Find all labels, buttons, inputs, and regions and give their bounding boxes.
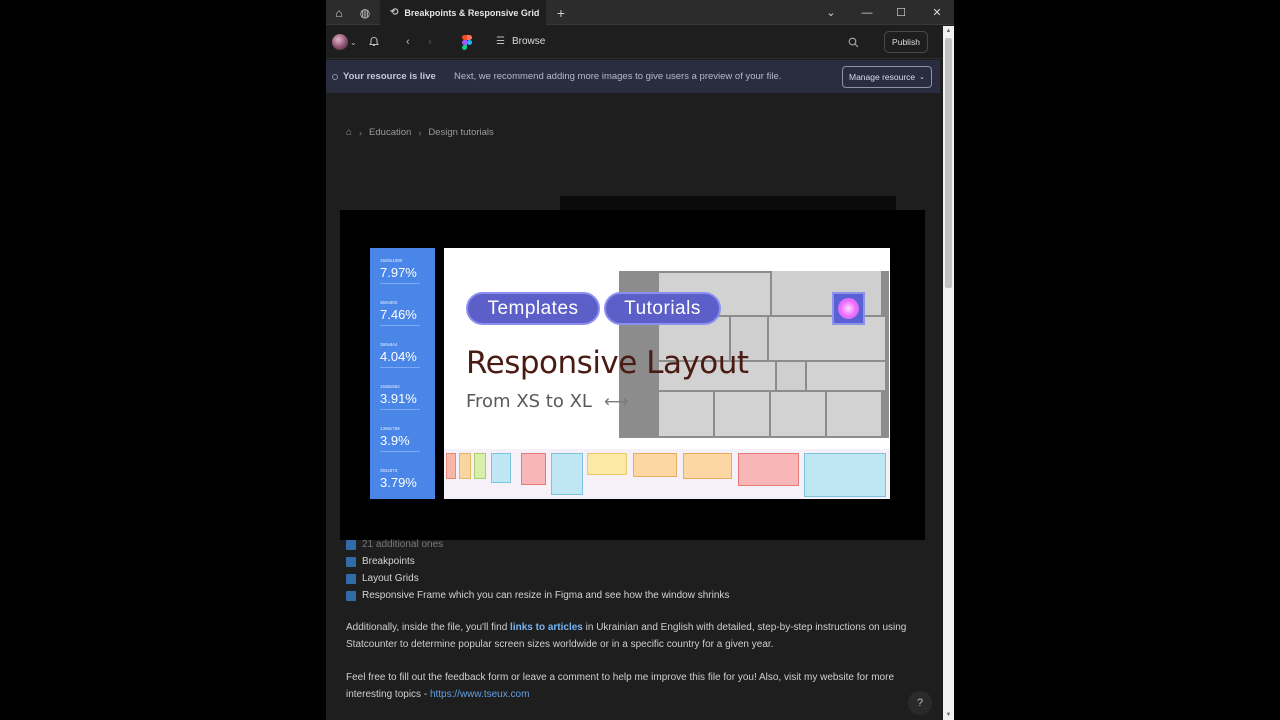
scrollbar-thumb[interactable] bbox=[945, 38, 952, 288]
list-icon: ☰ bbox=[496, 36, 505, 47]
description-paragraph-articles: Additionally, inside the file, you'll fi… bbox=[346, 622, 907, 650]
stat-item: 1920x1080 7.97% bbox=[380, 258, 420, 284]
list-item: Responsive Frame which you can resize in… bbox=[346, 587, 729, 604]
search-icon[interactable] bbox=[842, 33, 864, 51]
checkbox-icon bbox=[346, 556, 356, 567]
resource-live-banner: Your resource is live Next, we recommend… bbox=[326, 60, 940, 93]
stat-item: 360x800 7.46% bbox=[380, 300, 420, 326]
screen-stats-panel: 1920x1080 7.97% 360x800 7.46% 390x844 4.… bbox=[370, 248, 435, 499]
home-icon[interactable]: ⌂ bbox=[335, 5, 343, 20]
list-item: 21 additional ones bbox=[346, 536, 729, 553]
avatar[interactable] bbox=[332, 34, 348, 50]
tab-title: Breakpoints & Responsive Grid bbox=[404, 7, 540, 18]
bell-icon[interactable] bbox=[368, 34, 380, 50]
maximize-button[interactable]: ☐ bbox=[896, 7, 906, 19]
banner-message: Next, we recommend adding more images to… bbox=[454, 71, 782, 82]
breadcrumb: ⌂ › Education › Design tutorials bbox=[346, 127, 494, 138]
status-icon bbox=[332, 74, 338, 80]
home-icon[interactable]: ⌂ bbox=[346, 127, 353, 138]
chevron-right-icon: › bbox=[418, 127, 422, 138]
forward-arrow-icon[interactable]: › bbox=[428, 36, 432, 48]
chevron-down-icon[interactable]: ⌄ bbox=[826, 7, 836, 19]
cover-subtitle: From XS to XL ⟷ bbox=[466, 391, 629, 412]
preview-image-modal[interactable]: 1920x1080 7.97% 360x800 7.46% 390x844 4.… bbox=[340, 210, 925, 540]
breadcrumb-design-tutorials[interactable]: Design tutorials bbox=[428, 127, 494, 138]
minimize-button[interactable]: — bbox=[861, 6, 873, 19]
stat-item: 390x844 4.04% bbox=[380, 342, 420, 368]
publish-button[interactable]: Publish bbox=[884, 31, 928, 53]
scrollbar[interactable]: ▲ ▼ bbox=[943, 26, 954, 720]
cover-card: Templates Tutorials Responsive Layout Fr… bbox=[444, 248, 890, 499]
tutorials-tag: Tutorials bbox=[604, 292, 721, 325]
stat-item: 1536x864 3.91% bbox=[380, 384, 420, 410]
feature-list: 21 additional ones Breakpoints Layout Gr… bbox=[346, 536, 729, 604]
top-toolbar: ⌄ ‹ › ☰ Browse Publish bbox=[326, 26, 944, 59]
checkbox-icon bbox=[346, 539, 356, 550]
breakpoint-thumbnails bbox=[444, 449, 890, 499]
tab-bar: ⌂ ◍ ⟲ Breakpoints & Responsive Grid + ⌄ … bbox=[326, 0, 954, 25]
close-button[interactable]: ✕ bbox=[932, 7, 942, 19]
tab-breakpoints[interactable]: ⟲ Breakpoints & Responsive Grid bbox=[380, 0, 546, 25]
articles-link[interactable]: links to articles bbox=[510, 622, 583, 633]
scroll-down-icon[interactable]: ▼ bbox=[945, 712, 952, 718]
website-link[interactable]: https://www.tseux.com bbox=[429, 689, 530, 700]
cover-headline: Responsive Layout bbox=[466, 345, 749, 381]
list-item: Breakpoints bbox=[346, 553, 729, 570]
checkbox-icon bbox=[346, 590, 356, 601]
checkbox-icon bbox=[346, 573, 356, 584]
figma-app-window: ⌂ ◍ ⟲ Breakpoints & Responsive Grid + ⌄ … bbox=[326, 0, 954, 720]
browse-button[interactable]: ☰ Browse bbox=[496, 36, 545, 47]
globe-icon[interactable]: ◍ bbox=[359, 5, 371, 20]
resize-arrow-icon: ⟷ bbox=[603, 391, 629, 412]
stat-item: 393x873 3.79% bbox=[380, 468, 417, 490]
new-tab-button[interactable]: + bbox=[556, 4, 566, 21]
help-button[interactable]: ? bbox=[908, 691, 932, 715]
manage-resource-label: Manage resource bbox=[848, 72, 916, 82]
chevron-down-icon[interactable]: ⌄ bbox=[350, 37, 357, 47]
stat-item: 1366x768 3.9% bbox=[380, 426, 420, 452]
breadcrumb-education[interactable]: Education bbox=[369, 127, 412, 138]
browse-label: Browse bbox=[511, 36, 546, 47]
description-paragraph-feedback: Feel free to fill out the feedback form … bbox=[346, 672, 895, 700]
gradient-orb-icon bbox=[832, 292, 865, 325]
list-item: Layout Grids bbox=[346, 570, 729, 587]
templates-tag: Templates bbox=[466, 292, 600, 325]
scroll-up-icon[interactable]: ▲ bbox=[945, 28, 952, 34]
chevron-down-icon: ⌄ bbox=[919, 74, 926, 81]
back-arrow-icon[interactable]: ‹ bbox=[406, 36, 410, 48]
banner-title: Your resource is live bbox=[343, 71, 436, 82]
community-file-icon: ⟲ bbox=[390, 7, 399, 18]
figma-logo-icon[interactable] bbox=[462, 35, 472, 50]
manage-resource-button[interactable]: Manage resource ⌄ bbox=[842, 66, 932, 88]
chevron-right-icon: › bbox=[359, 127, 363, 138]
